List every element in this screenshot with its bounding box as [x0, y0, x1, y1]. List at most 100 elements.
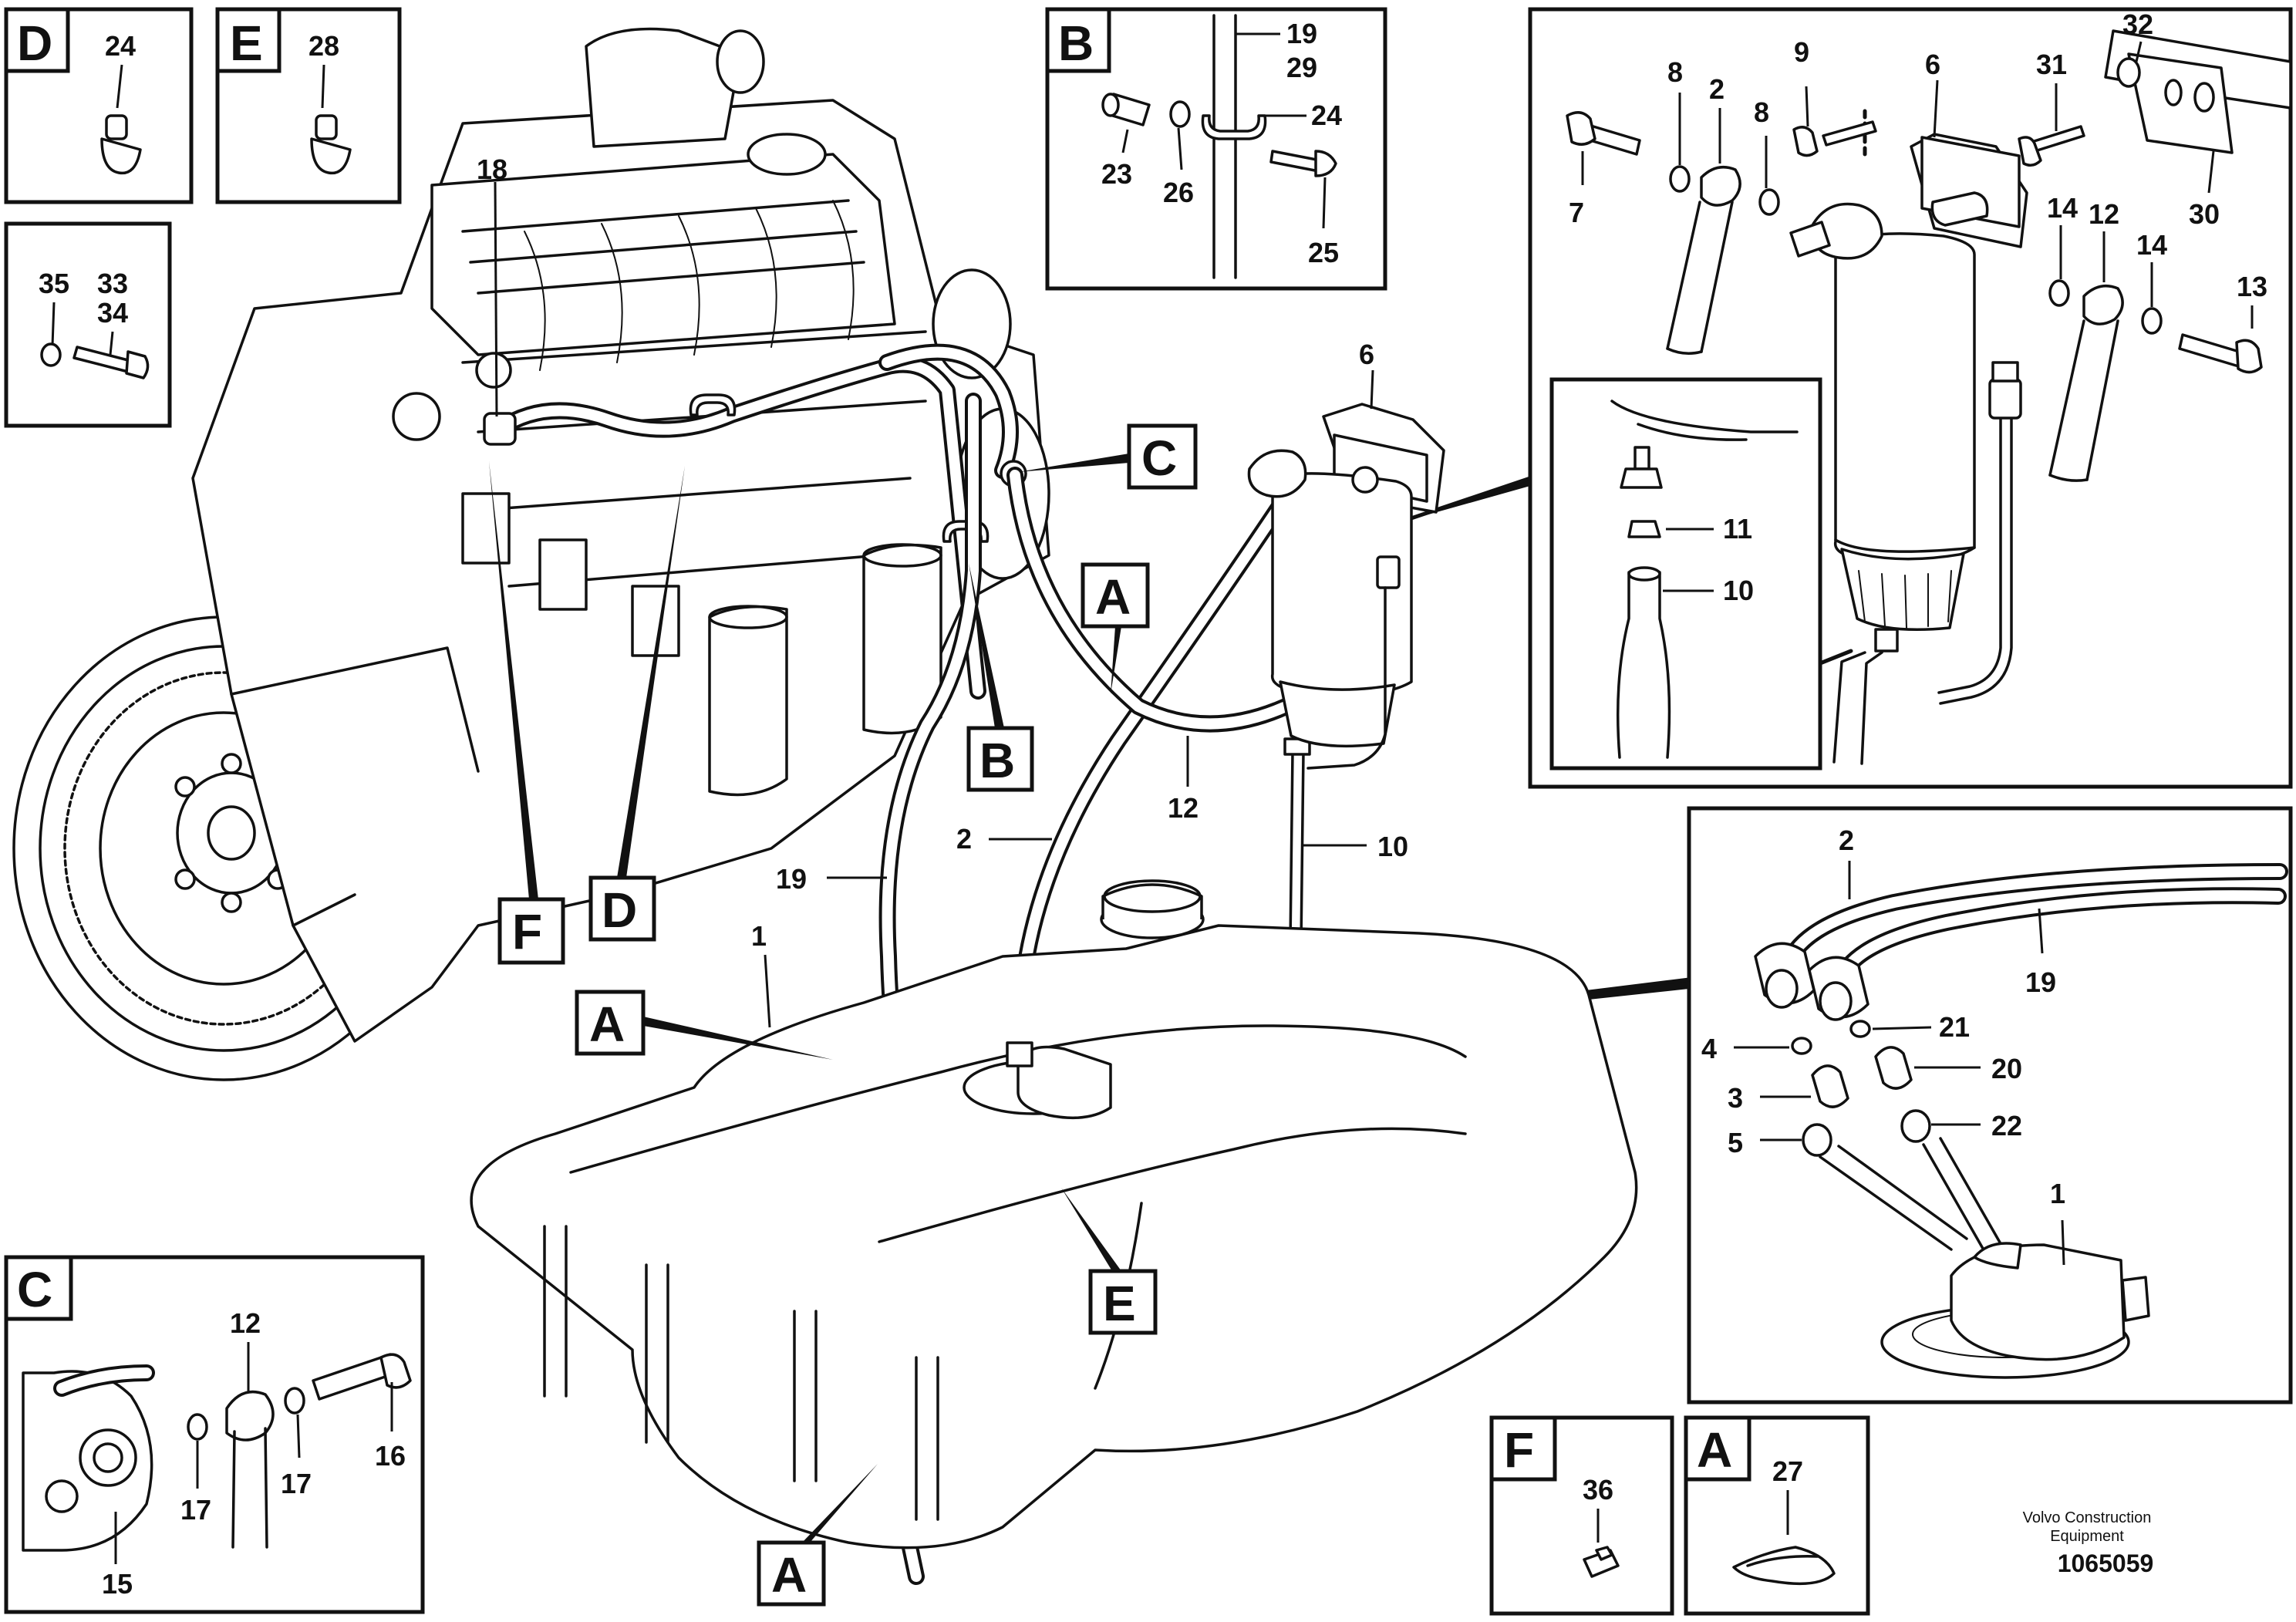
banjo-fitting-part	[2082, 284, 2124, 325]
detail-box-d: D 24	[4, 7, 194, 204]
detail-letter-f: F	[1504, 1422, 1534, 1478]
callout-16: 16	[375, 1440, 406, 1472]
letter-tag-a: A	[589, 996, 625, 1052]
callout-10: 10	[1723, 575, 1754, 606]
washer-part	[187, 1413, 208, 1441]
callout-27: 27	[1772, 1455, 1803, 1487]
callout-6: 6	[1359, 339, 1374, 370]
detail-letter-a: A	[1697, 1422, 1732, 1478]
bracket-part	[2127, 52, 2234, 154]
callout-23: 23	[1101, 158, 1132, 190]
callout-14: 14	[2136, 229, 2167, 261]
callout-36: 36	[1583, 1474, 1613, 1506]
letter-tag-b: B	[979, 733, 1015, 788]
water-separator-bowl	[1840, 548, 1965, 631]
washer-part	[1802, 1123, 1832, 1157]
detail-box-a: A 27	[1684, 1415, 1870, 1616]
figure-footer: Volvo Construction Equipment 1065059	[2023, 1509, 2154, 1577]
callout-21: 21	[1939, 1011, 1970, 1043]
detail-box-bolt-washer: 35 33 34	[4, 221, 172, 428]
washer-part	[1758, 188, 1780, 216]
detail-letter-c: C	[17, 1262, 52, 1317]
washer-part	[284, 1387, 305, 1415]
washer-part	[40, 342, 62, 367]
washer-part	[2048, 279, 2070, 307]
nipple-fitting-part	[1811, 1064, 1849, 1108]
callout-19: 19	[2025, 966, 2056, 998]
detail-box-f: F 36	[1489, 1415, 1674, 1616]
callout-3: 3	[1728, 1082, 1743, 1114]
washer-part	[1900, 1109, 1931, 1143]
callout-24: 24	[105, 30, 136, 62]
callout-28: 28	[308, 30, 339, 62]
callout-2: 2	[1709, 73, 1725, 105]
callout-19: 19	[1286, 18, 1317, 49]
o-ring-part	[1849, 1020, 1871, 1038]
letter-tag-f: F	[512, 904, 542, 959]
callout-22: 22	[1991, 1110, 2022, 1141]
callout-2: 2	[1839, 824, 1854, 856]
detail-box-tank-sender: 2 19 4 21 3 20 5 22 1	[1687, 806, 2293, 1404]
detail-letter-d: D	[17, 15, 52, 71]
bolt-part	[1822, 120, 1877, 147]
detail-letter-e: E	[230, 15, 263, 71]
callout-12: 12	[2089, 198, 2119, 230]
main-callouts: 12 2 10 19	[776, 736, 1408, 895]
callout-10: 10	[1377, 831, 1408, 862]
callout-5: 5	[1728, 1127, 1743, 1158]
detail-box-e: E 28	[215, 7, 402, 204]
banjo-fitting-part	[225, 1390, 275, 1442]
fuel-sender-unit-part	[1950, 1243, 2126, 1361]
clamp-part	[1201, 114, 1267, 140]
callout-29: 29	[1286, 52, 1317, 83]
callout-26: 26	[1163, 177, 1194, 208]
nipple-fitting-part	[1874, 1046, 1913, 1090]
callout-25: 25	[1308, 237, 1339, 268]
fuel-tank-body-part	[470, 924, 1638, 1549]
washer-part	[1169, 100, 1191, 128]
fuel-filter-assembly: 6	[1247, 339, 1445, 770]
callout-8: 8	[1667, 56, 1683, 88]
callout-15: 15	[102, 1568, 133, 1600]
callout-12: 12	[1168, 792, 1199, 824]
fuel-tank: 1	[470, 879, 1638, 1549]
company-name-line2: Equipment	[2050, 1528, 2124, 1545]
callout-30: 30	[2189, 198, 2220, 230]
detail-box-b: B 19 29 24 23 26 25	[1045, 7, 1387, 291]
callout-34: 34	[97, 297, 128, 329]
letter-tag-a: A	[1095, 569, 1131, 625]
callout-4: 4	[1701, 1033, 1717, 1064]
callout-13: 13	[2237, 271, 2267, 302]
callout-2: 2	[956, 823, 972, 855]
callout-8: 8	[1754, 96, 1769, 128]
callout-32: 32	[2122, 8, 2153, 40]
callout-18: 18	[477, 153, 507, 185]
figure-number: 1065059	[2058, 1549, 2154, 1577]
letter-tag-d: D	[602, 882, 637, 938]
callout-35: 35	[39, 268, 69, 299]
callout-12: 12	[230, 1307, 261, 1339]
washer-part	[1669, 165, 1691, 193]
callout-20: 20	[1991, 1053, 2022, 1084]
callout-6: 6	[1925, 49, 1940, 80]
engine-illustration	[12, 27, 1050, 1081]
washer-part	[2116, 57, 2141, 88]
callout-33: 33	[97, 268, 128, 299]
hose-clamp-part	[100, 114, 142, 175]
callout-17: 17	[281, 1468, 312, 1499]
fuel-filter-part	[1834, 232, 1976, 564]
letter-tag-e: E	[1103, 1276, 1136, 1331]
company-name-line1: Volvo Construction	[2023, 1509, 2152, 1526]
washer-part	[2141, 307, 2163, 335]
callout-24: 24	[1311, 99, 1342, 131]
letter-tag-a: A	[771, 1547, 807, 1603]
callout-7: 7	[1569, 197, 1584, 228]
letter-tag-c: C	[1141, 430, 1177, 486]
main-letter-tags: C A B D F A E A	[489, 423, 1198, 1607]
banjo-fitting-part	[1700, 165, 1741, 207]
callout-14: 14	[2047, 192, 2078, 224]
callout-11: 11	[1723, 513, 1752, 545]
callout-1: 1	[2050, 1178, 2065, 1209]
callout-31: 31	[2036, 49, 2067, 80]
